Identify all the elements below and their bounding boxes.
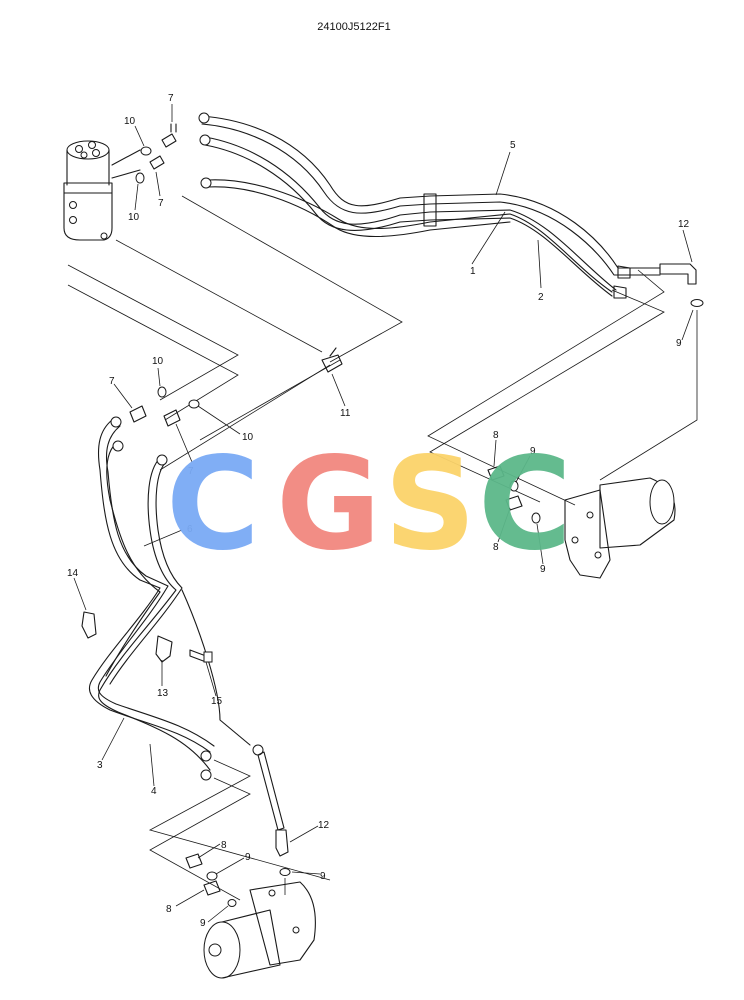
drawing-code: 24100J5122F1 — [317, 21, 390, 33]
callout-8-bottom-bottom: 8 — [166, 904, 172, 915]
hydraulic-motor-right — [487, 465, 676, 579]
upper-pipes — [198, 112, 661, 299]
callout-3: 3 — [97, 760, 103, 771]
callout-12-lower: 12 — [318, 820, 330, 831]
top-fittings — [135, 123, 177, 184]
o-ring — [140, 146, 152, 156]
o-ring — [690, 299, 704, 307]
callout-1: 1 — [470, 266, 476, 277]
steering-valve — [63, 140, 141, 241]
callout-9-upper-right: 9 — [676, 338, 682, 349]
callout-5: 5 — [510, 140, 516, 151]
callout-9-bottom-mid: 9 — [245, 852, 251, 863]
callout-10-mid: 10 — [152, 356, 164, 367]
callout-9-right-top: 9 — [530, 446, 536, 457]
callout-labels: 1 2 3 4 5 6 7 7 7 7 8 8 8 8 9 9 9 9 9 9 … — [67, 93, 690, 929]
tee-fitting — [321, 347, 343, 373]
watermark-letter-g: G — [276, 430, 381, 579]
callout-10-top-lower: 10 — [128, 212, 140, 223]
callout-9-right-bottom: 9 — [540, 564, 546, 575]
callout-2: 2 — [538, 292, 544, 303]
lower-guide-lines — [148, 759, 331, 901]
callout-8-right-top: 8 — [493, 430, 499, 441]
callout-7-mid: 7 — [109, 376, 115, 387]
watermark-letter-c1: C — [166, 430, 260, 579]
callout-8-bottom-top: 8 — [221, 840, 227, 851]
callout-10-top: 10 — [124, 116, 136, 127]
callout-8-right-bottom: 8 — [493, 542, 499, 553]
callout-7-top-lower: 7 — [158, 198, 164, 209]
callout-6: 6 — [187, 524, 193, 535]
callout-7-mid-lower: 7 — [188, 466, 194, 477]
lower-pipes — [88, 416, 264, 781]
watermark-letter-s: S — [384, 430, 476, 579]
callout-12-upper: 12 — [678, 219, 690, 230]
callout-9-bottom-right: 9 — [320, 871, 326, 882]
callout-4: 4 — [151, 786, 157, 797]
leader-lines — [73, 104, 694, 923]
middle-fittings — [129, 386, 200, 427]
watermark-letter-c2: C — [478, 430, 572, 579]
callout-15: 15 — [211, 696, 223, 707]
elbow-fitting-lower — [257, 751, 291, 895]
callout-7-top: 7 — [168, 93, 174, 104]
callout-10-mid-right: 10 — [242, 432, 254, 443]
cgsc-watermark: C G S C — [166, 430, 572, 579]
callout-13: 13 — [157, 688, 169, 699]
o-ring — [135, 172, 145, 184]
callout-9-bottom-left: 9 — [200, 918, 206, 929]
clamp-bracket-bolt — [81, 611, 213, 663]
callout-14: 14 — [67, 568, 79, 579]
elbow-fitting-upper — [599, 263, 704, 481]
callout-11: 11 — [340, 408, 351, 419]
hydraulic-motor-bottom — [185, 853, 316, 979]
